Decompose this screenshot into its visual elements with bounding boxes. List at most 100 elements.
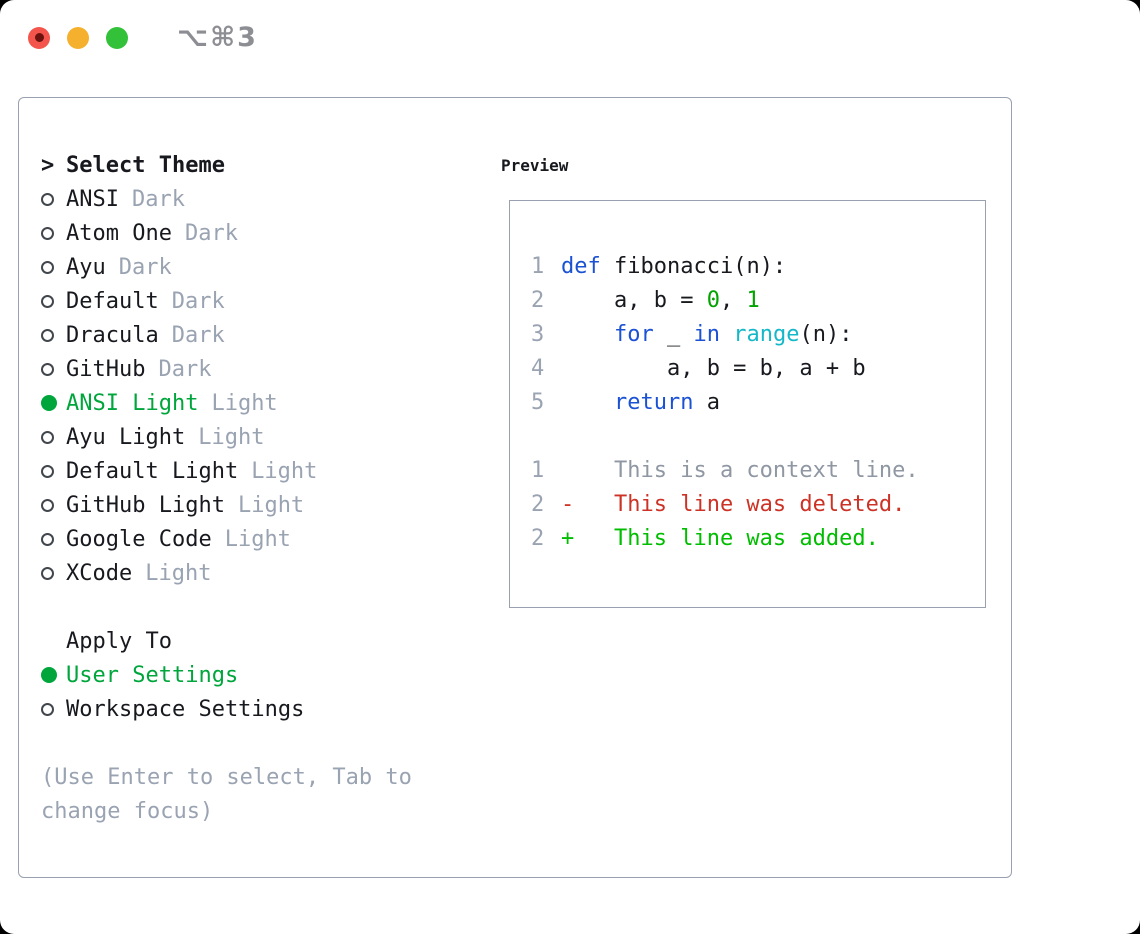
- line-number: 1: [531, 457, 545, 483]
- radio-column: [41, 294, 66, 308]
- code-segment: 1: [746, 287, 760, 313]
- radio-column: [41, 702, 66, 716]
- code-segment: def: [561, 253, 601, 279]
- theme-variant-badge: Light: [145, 560, 212, 586]
- theme-name: Google Code: [66, 526, 212, 552]
- apply-to-option[interactable]: Workspace Settings: [41, 692, 481, 726]
- theme-variant-badge: Light: [211, 390, 278, 416]
- blank-line: [531, 419, 985, 453]
- code-segment: 0: [706, 287, 720, 313]
- maximize-button[interactable]: [106, 26, 128, 49]
- theme-name: XCode: [66, 560, 133, 586]
- radio-unselected-icon: [41, 464, 54, 478]
- preview-title: Preview: [501, 155, 569, 175]
- code-segment: [561, 390, 614, 415]
- radio-column: [41, 192, 66, 206]
- radio-unselected-icon: [41, 260, 54, 274]
- theme-name: Ayu Light: [66, 424, 186, 450]
- radio-column: [41, 566, 66, 580]
- radio-column: [41, 667, 66, 683]
- code-segment: in: [693, 321, 720, 347]
- theme-option[interactable]: XCode Light: [41, 556, 481, 590]
- window-shortcut-label: ⌥⌘3: [177, 22, 258, 53]
- code-segment: [561, 322, 614, 347]
- select-theme-title: Select Theme: [66, 152, 225, 178]
- radio-column: [41, 260, 66, 274]
- line-number: 1: [531, 253, 545, 279]
- code-line: 3 for _ in range(n):: [531, 317, 985, 351]
- theme-option[interactable]: ANSI Light Light: [41, 386, 481, 420]
- line-number: 3: [531, 321, 545, 347]
- radio-column: [41, 532, 66, 546]
- theme-variant-badge: Dark: [171, 288, 225, 314]
- code-segment: This is a context line.: [561, 457, 919, 483]
- theme-option[interactable]: Default Dark: [41, 284, 481, 318]
- close-button[interactable]: [28, 26, 50, 49]
- apply-to-option[interactable]: User Settings: [41, 658, 481, 692]
- code-segment: range: [733, 321, 800, 347]
- theme-name: Atom One: [66, 220, 172, 246]
- theme-option[interactable]: Google Code Light: [41, 522, 481, 556]
- code-segment: fibonacci(n):: [600, 253, 787, 279]
- theme-name: ANSI: [66, 186, 119, 212]
- radio-unselected-icon: [41, 294, 54, 308]
- code-segment: return: [613, 389, 694, 415]
- radio-unselected-icon: [41, 328, 54, 342]
- theme-variant-badge: Light: [198, 424, 265, 450]
- radio-unselected-icon: [41, 362, 54, 376]
- code-segment: a, b = b, a + b: [561, 355, 866, 381]
- code-segment: - This line was deleted.: [561, 491, 906, 517]
- hint-line: (Use Enter to select, Tab to: [41, 764, 412, 790]
- theme-variant-badge: Light: [224, 526, 291, 552]
- apply-to-label: User Settings: [66, 662, 239, 688]
- theme-variant-badge: Dark: [158, 356, 212, 382]
- code-segment: a, b =: [561, 287, 707, 313]
- code-segment: a: [693, 389, 720, 415]
- radio-column: [41, 362, 66, 376]
- preview-pane: Preview 1 def fibonacci(n): 2 a, b = 0, 1 3…: [495, 148, 986, 877]
- hint-line: change focus): [41, 798, 214, 824]
- line-number: 2: [531, 491, 545, 517]
- line-number: 2: [531, 525, 545, 551]
- radio-column: [41, 498, 66, 512]
- theme-name: Default: [66, 288, 159, 314]
- theme-variant-badge: Dark: [131, 186, 185, 212]
- radio-unselected-icon: [41, 192, 54, 206]
- radio-column: [41, 328, 66, 342]
- select-theme-heading: > Select Theme: [41, 148, 481, 182]
- line-number: 2: [531, 287, 545, 313]
- radio-unselected-icon: [41, 566, 54, 580]
- theme-name: ANSI Light: [66, 390, 199, 416]
- theme-name: Default Light: [66, 458, 239, 484]
- radio-unselected-icon: [41, 430, 54, 444]
- radio-unselected-icon: [41, 702, 54, 716]
- code-segment: + This line was added.: [561, 525, 879, 551]
- radio-selected-icon: [41, 667, 57, 683]
- theme-option[interactable]: ANSI Dark: [41, 182, 481, 216]
- radio-unselected-icon: [41, 498, 54, 512]
- theme-name: GitHub Light: [66, 492, 225, 518]
- keyboard-hint: (Use Enter to select, Tab to change focus…: [41, 760, 481, 828]
- theme-variant-badge: Dark: [118, 254, 172, 280]
- code-segment: _: [653, 321, 694, 347]
- code-line: 1 def fibonacci(n):: [531, 249, 985, 283]
- radio-column: [41, 430, 66, 444]
- minimize-button[interactable]: [67, 26, 89, 49]
- diff-line: 1 This is a context line.: [531, 453, 985, 487]
- radio-unselected-icon: [41, 226, 54, 240]
- titlebar: ⌥⌘3: [0, 0, 1140, 75]
- code-segment: ,: [719, 287, 747, 313]
- theme-option[interactable]: Ayu Light Light: [41, 420, 481, 454]
- diff-line: 2 + This line was added.: [531, 521, 985, 555]
- apply-to-label: Workspace Settings: [66, 696, 305, 722]
- code-segment: [720, 322, 733, 347]
